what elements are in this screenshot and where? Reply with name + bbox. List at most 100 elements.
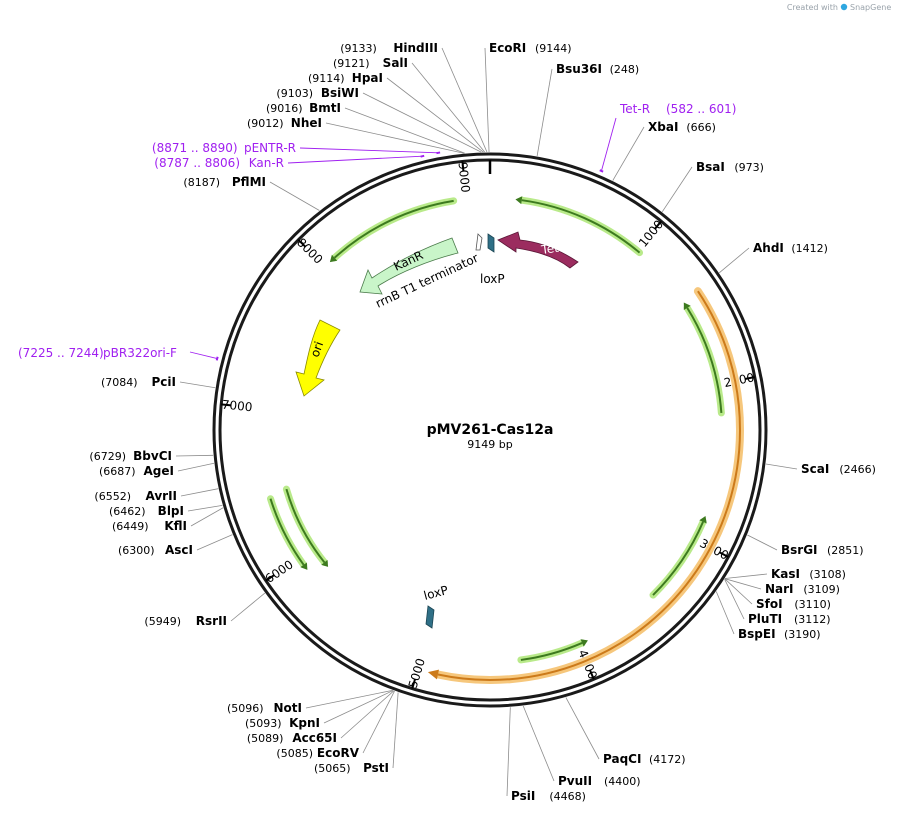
site-leader-line (325, 122, 464, 154)
site-hpai[interactable]: HpaI(9114) (308, 71, 383, 85)
ring-tick-label: 8000 (294, 235, 326, 266)
site-agei[interactable]: AgeI (6687) (99, 464, 174, 478)
site-acc65i[interactable]: Acc65I(5089) (247, 731, 337, 745)
site-leader-line (522, 705, 555, 782)
loxp-bottom-feature[interactable]: loxP (422, 583, 450, 629)
site-psii[interactable]: PsiI(4468) (511, 789, 586, 803)
site-rsrii[interactable]: RsrII(5949) (144, 614, 227, 628)
site-xbai[interactable]: XbaI(666) (648, 120, 716, 134)
site-position: (5065) (314, 762, 351, 775)
site-bsrgi[interactable]: BsrGI(2851) (781, 543, 864, 557)
site-kfli[interactable]: KflI(6449) (112, 519, 187, 533)
site-position: (3108) (809, 568, 846, 581)
ring-tick-label: 6000 (263, 557, 296, 586)
orf-glow (649, 518, 707, 599)
site-leader-line (269, 181, 320, 211)
site-pluti[interactable]: PluTI(3112) (748, 612, 831, 626)
site-kasi[interactable]: KasI(3108) (771, 567, 846, 581)
site-sali[interactable]: SalI(9121) (333, 56, 408, 70)
ori-label: ori (308, 340, 326, 359)
primer-kan-r[interactable]: Kan-R(8787 .. 8806) (154, 154, 425, 170)
orf-arc[interactable] (517, 639, 588, 664)
site-leader-line (177, 462, 215, 472)
site-bspei[interactable]: BspEI(3190) (738, 627, 821, 641)
primer-tet-r[interactable]: Tet-R(582 .. 601) (599, 102, 737, 173)
site-position: (4468) (549, 790, 586, 803)
site-leader-line (612, 126, 645, 181)
credit-prefix: Created with (787, 3, 838, 12)
orf-arc[interactable] (267, 495, 308, 570)
site-position: (2466) (839, 463, 876, 476)
restriction-sites: HindIII(9133)SalI(9121)HpaI(9114)BsiWI(9… (89, 41, 876, 803)
site-name: EcoRI (489, 41, 526, 55)
site-name: AgeI (144, 464, 174, 478)
site-bsai[interactable]: BsaI(973) (696, 160, 764, 174)
site-bbvci[interactable]: BbvCI(6729) (89, 449, 172, 463)
cas12a-arrowhead (427, 669, 439, 680)
orf-line (269, 498, 305, 566)
ring-tick (461, 161, 465, 172)
site-name: BmtI (309, 101, 341, 115)
site-hindiii[interactable]: HindIII(9133) (340, 41, 438, 55)
orf-arc[interactable] (683, 302, 725, 417)
site-name: RsrII (196, 614, 227, 628)
orf-line (652, 521, 704, 596)
site-position: (5093) (245, 717, 282, 730)
site-asci[interactable]: AscI(6300) (118, 543, 193, 557)
site-ahdi[interactable]: AhdI(1412) (753, 241, 828, 255)
site-ecori[interactable]: EcoRI(9144) (489, 41, 572, 55)
site-position: (6687) (99, 465, 136, 478)
primers: pENTR-R(8871 .. 8890)Kan-R(8787 .. 8806)… (18, 102, 737, 361)
site-sfoi[interactable]: SfoI(3110) (756, 597, 831, 611)
orf-arc[interactable] (515, 196, 644, 257)
site-position: (2851) (827, 544, 864, 557)
orf-arc[interactable] (329, 197, 458, 263)
primer-pbr322ori-f[interactable]: (7225 .. 7244)pBR322ori-F (18, 346, 219, 361)
ori-feature[interactable]: ori (295, 319, 341, 397)
site-leader-line (536, 68, 553, 157)
site-leader-line (196, 534, 233, 551)
primer-pentr-r[interactable]: pENTR-R(8871 .. 8890) (152, 141, 441, 155)
site-paqci[interactable]: PaqCI(4172) (603, 752, 686, 766)
site-ecorv[interactable]: EcoRV (5085) (276, 746, 359, 760)
site-position: (9012) (247, 117, 284, 130)
site-name: NarI (765, 582, 794, 596)
site-nari[interactable]: NarI(3109) (765, 582, 840, 596)
orf-arc[interactable] (282, 485, 329, 567)
site-leader-line (724, 578, 762, 590)
site-pcii[interactable]: PciI(7084) (101, 375, 176, 389)
site-leader-line (344, 107, 465, 154)
site-name: SfoI (756, 597, 783, 611)
site-psti[interactable]: PstI (5065) (314, 761, 389, 775)
site-name: PvuII (558, 774, 592, 788)
site-pflmi[interactable]: PflMI(8187) (183, 175, 266, 189)
site-kpni[interactable]: KpnI(5093) (245, 716, 320, 730)
site-bsiwi[interactable]: BsiWI(9103) (276, 86, 359, 100)
site-leader-line (719, 247, 750, 274)
site-scai[interactable]: ScaI(2466) (801, 462, 876, 476)
orf-arc[interactable] (649, 515, 707, 599)
site-leader-line (747, 534, 778, 551)
tetr-feature[interactable]: TetR (497, 231, 579, 269)
cas12a-feature[interactable] (427, 287, 744, 684)
site-blpi[interactable]: BlpI(6462) (109, 504, 184, 518)
primer-name: pENTR-R (244, 141, 296, 155)
site-pvuii[interactable]: PvuII(4400) (558, 774, 641, 788)
loxp-top-feature[interactable]: loxP (480, 233, 505, 286)
site-name: PstI (363, 761, 389, 775)
ring-tick (297, 239, 307, 248)
site-avrii[interactable]: AvrII(6552) (94, 489, 177, 503)
site-nhei[interactable]: NheI(9012) (247, 116, 322, 130)
site-position: (5085) (276, 747, 313, 760)
site-name: EcoRV (317, 746, 360, 760)
ring-tick (718, 551, 729, 558)
site-noti[interactable]: NotI(5096) (227, 701, 302, 715)
site-bsu36i[interactable]: Bsu36I(248) (556, 62, 639, 76)
site-bmti[interactable]: BmtI(9016) (266, 101, 341, 115)
ori-arrow (295, 319, 341, 397)
site-name: BsiWI (321, 86, 359, 100)
primer-leader (189, 351, 218, 360)
site-name: XbaI (648, 120, 678, 134)
site-name: BbvCI (133, 449, 172, 463)
orf-line (686, 307, 723, 414)
